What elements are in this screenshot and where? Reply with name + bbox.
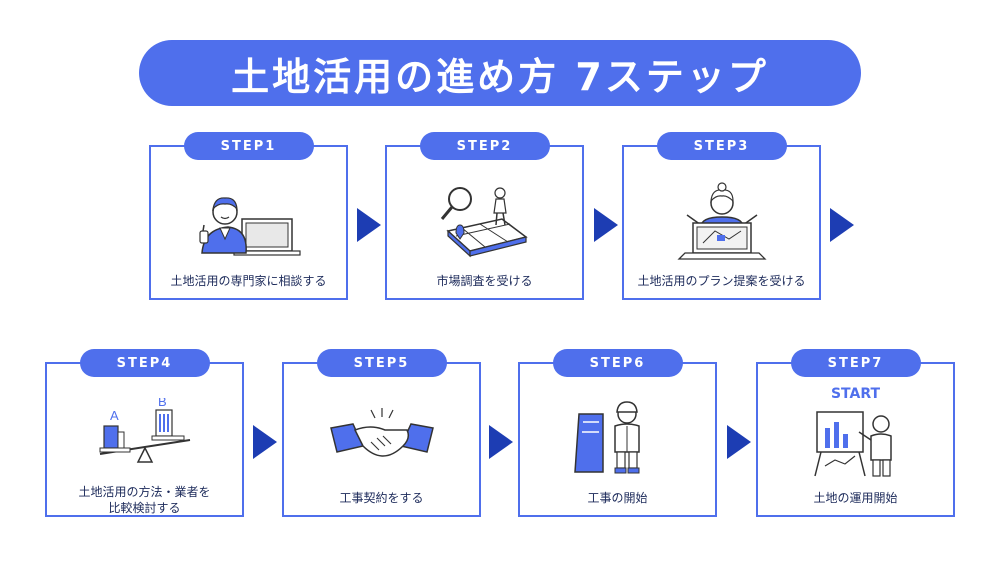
option-b-text: B (158, 398, 167, 409)
step-card-3: STEP3 土地活用のプラン提案を受ける (622, 132, 821, 300)
step-card-6: STEP6 工事の開始 (518, 349, 717, 517)
construction-worker-icon (573, 401, 640, 474)
start-text: START (830, 386, 881, 402)
step-card-2: STEP2 市場調査を受ける (385, 132, 584, 300)
plan-proposal-laptop-icon (676, 182, 767, 260)
arrow-right-icon (489, 425, 513, 459)
step-badge-2: STEP2 (419, 132, 550, 160)
step-label-3: 土地活用のプラン提案を受ける (637, 274, 806, 288)
step-badge-5: STEP5 (316, 349, 447, 377)
arrow-right-icon (830, 208, 854, 242)
step-label-7: 土地の運用開始 (813, 491, 898, 505)
arrow-right-icon (253, 425, 277, 459)
step-badge-1: STEP1 (183, 132, 314, 160)
comparison-balance-icon: A B (99, 398, 190, 463)
start-presentation-icon (813, 411, 892, 477)
step-label-6: 工事の開始 (587, 491, 648, 505)
step-label-5: 工事契約をする (339, 491, 424, 505)
step-badge-4: STEP4 (79, 349, 210, 377)
step-badge-6: STEP6 (552, 349, 683, 377)
arrow-right-icon (357, 208, 381, 242)
option-a-text: A (110, 408, 119, 423)
step-label-1: 土地活用の専門家に相談する (170, 274, 327, 288)
step-card-5: STEP5 工事契約をする (282, 349, 481, 517)
step-card-4: STEP4 A B 土地活用の方法・業者を 比較検討する (45, 349, 244, 517)
step-card-7: STEP7 START 土地の運用開始 (756, 349, 955, 517)
step-badge-7: STEP7 (790, 349, 921, 377)
consultant-person-icon (198, 197, 301, 256)
arrow-right-icon (594, 208, 618, 242)
step-badge-3: STEP3 (656, 132, 787, 160)
step-label-2: 市場調査を受ける (436, 274, 533, 288)
market-research-map-icon (440, 187, 528, 258)
step-card-1: STEP1 土地活用の専門家に相談する (149, 132, 348, 300)
page-title: 土地活用の進め方 7ステップ (231, 54, 769, 99)
handshake-icon (329, 408, 434, 457)
step-label-4: 土地活用の方法・業者を 比較検討する (78, 485, 211, 515)
arrow-right-icon (727, 425, 751, 459)
title-banner: 土地活用の進め方 7ステップ (139, 40, 861, 106)
